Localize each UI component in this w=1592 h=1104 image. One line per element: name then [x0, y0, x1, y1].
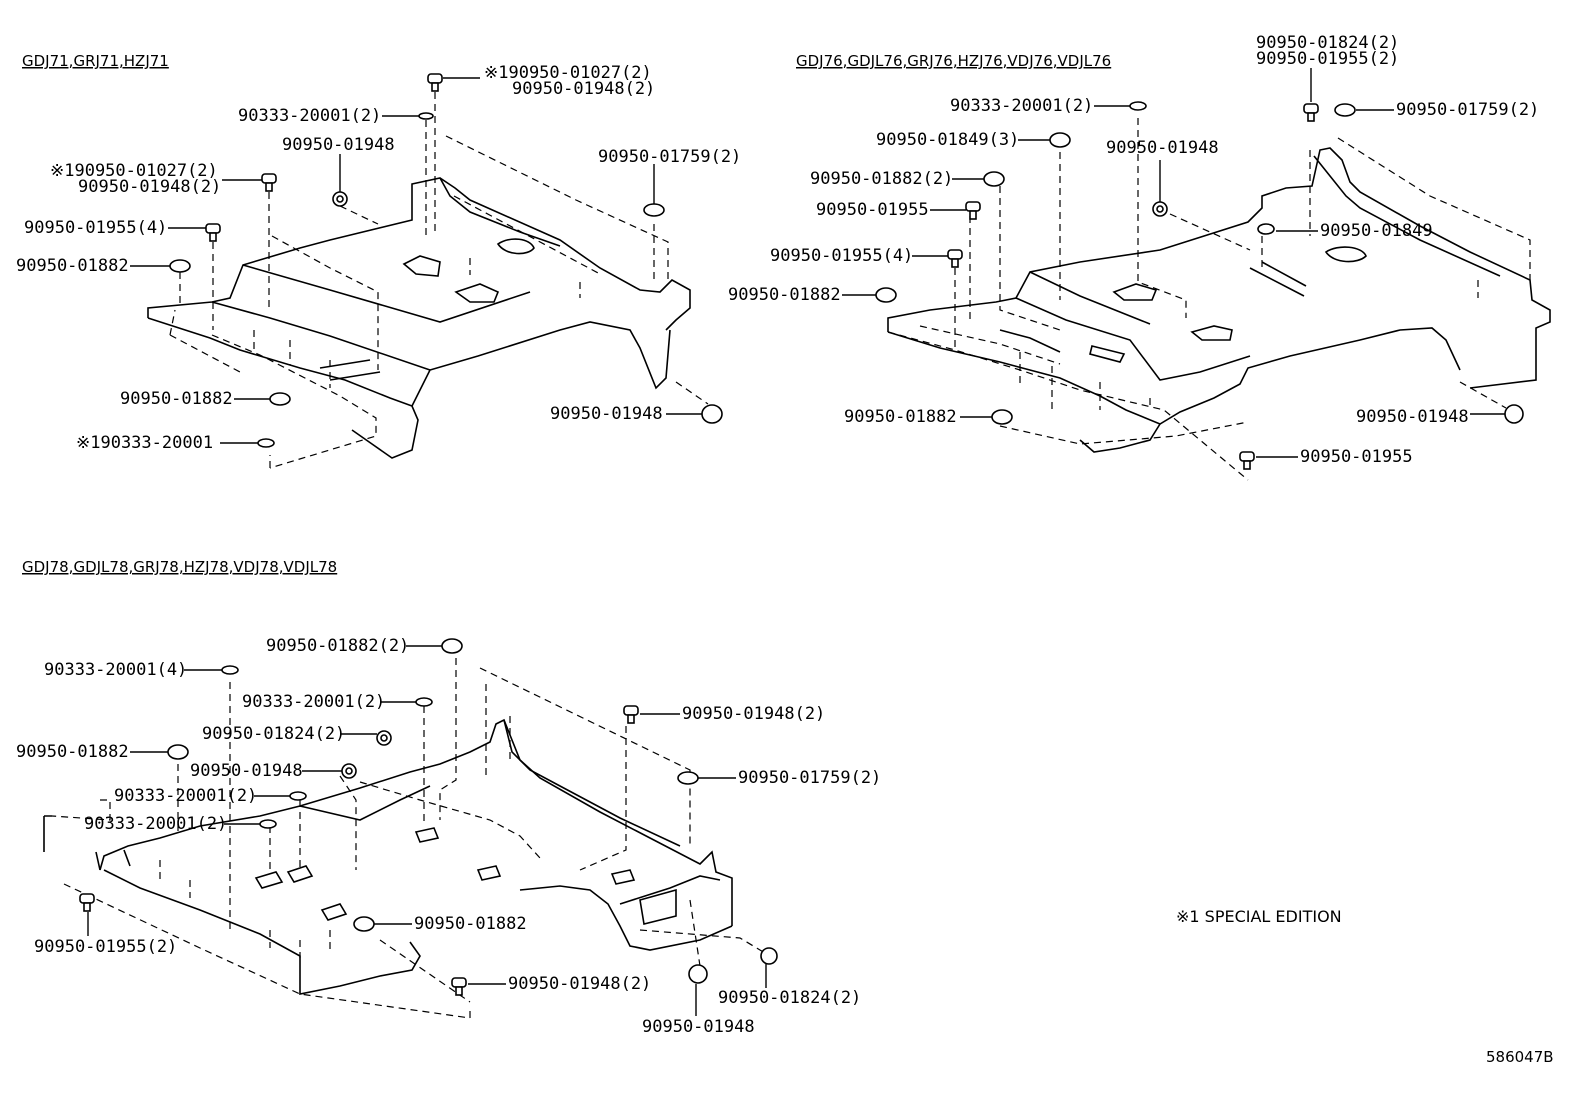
clip-icon	[1239, 451, 1255, 470]
part-callout: 90950-01824(2)	[202, 724, 345, 744]
part-callout: 90333-20001(2)	[950, 96, 1093, 116]
plug-icon	[167, 744, 189, 760]
section-gdj76: GDJ76,GDJL76,GRJ76,HZJ76,VDJ76,VDJL76	[728, 33, 1551, 481]
plug-icon	[221, 665, 239, 675]
grommet-icon	[701, 404, 723, 424]
part-callout: 90950-01882	[120, 389, 233, 409]
part-callout: 90950-01882	[16, 742, 129, 762]
part-callout: 90333-20001(2)	[238, 106, 381, 126]
plug-icon	[991, 409, 1013, 425]
part-callout: 90950-01882	[414, 914, 527, 934]
part-callout: 90950-01955(4)	[24, 218, 167, 238]
clip-icon	[261, 173, 277, 192]
plug-icon	[289, 791, 307, 801]
part-callout: 90950-01824(2)	[718, 988, 861, 1008]
part-callout: 90333-20001(2)	[242, 692, 385, 712]
plug-icon	[353, 916, 375, 932]
grommet-icon	[760, 947, 778, 965]
part-callout: 90333-20001(2)	[84, 814, 227, 834]
part-callout: 90950-01882(2)	[810, 169, 953, 189]
clip-icon	[427, 73, 443, 92]
part-callout: 90950-01849(3)	[876, 130, 1019, 150]
clip-icon	[947, 249, 963, 268]
part-callout: 90950-01849	[1320, 221, 1433, 241]
part-callout: 90950-01948	[642, 1017, 755, 1037]
plug-icon	[441, 638, 463, 654]
part-callout: 90950-01948(2)	[512, 79, 655, 99]
grommet-icon	[1504, 404, 1524, 424]
fasteners-71	[169, 73, 723, 448]
figure-code: 586047B	[1486, 1048, 1554, 1066]
grommet-icon	[688, 964, 708, 984]
plug-icon	[415, 697, 433, 707]
plug-icon	[1129, 101, 1147, 111]
part-callout: 90950-01824(2)	[1256, 33, 1399, 53]
part-callout: 90950-01882	[728, 285, 841, 305]
part-callout: 90950-01948	[282, 135, 395, 155]
plug-icon	[983, 171, 1005, 187]
plug-icon	[257, 438, 275, 448]
leaders-76	[842, 68, 1505, 458]
fasteners-76	[875, 101, 1524, 470]
part-callout: 90950-01955(4)	[770, 246, 913, 266]
part-callout: 90950-01948	[190, 761, 303, 781]
plug-icon	[677, 771, 699, 785]
plug-icon	[1257, 223, 1275, 235]
leaders-78	[87, 645, 767, 1016]
part-callout: ※190333-20001	[76, 433, 213, 453]
part-callout: 90950-01948(2)	[682, 704, 825, 724]
part-callout: 90950-01948	[1356, 407, 1469, 427]
plug-icon	[418, 112, 434, 120]
floor-panel-76	[887, 118, 1551, 481]
section-title: GDJ76,GDJL76,GRJ76,HZJ76,VDJ76,VDJL76	[796, 52, 1111, 70]
part-callout: 90950-01759(2)	[598, 147, 741, 167]
plug-icon	[875, 287, 897, 303]
section-gdj78: GDJ78,GDJL78,GRJ78,HZJ78,VDJ78,VDJL78	[16, 558, 881, 1037]
part-callout: 90950-01948	[550, 404, 663, 424]
part-callout: 90950-01882	[844, 407, 957, 427]
part-callout: 90950-01955	[1300, 447, 1413, 467]
part-callout: 90950-01955(2)	[34, 937, 177, 957]
plug-icon	[259, 819, 277, 829]
part-callout: 90950-01955	[816, 200, 929, 220]
part-callout: 90950-01759(2)	[1396, 100, 1539, 120]
section-title: GDJ71,GRJ71,HZJ71	[22, 52, 169, 70]
floor-panel-78	[43, 658, 771, 1019]
part-callout: 90950-01948(2)	[78, 177, 221, 197]
part-callout: 90950-01759(2)	[738, 768, 881, 788]
part-callout: 90950-01882	[16, 256, 129, 276]
part-callout: 90950-01882(2)	[266, 636, 409, 656]
leaders-71	[130, 77, 702, 444]
clip-icon	[965, 201, 981, 220]
part-callout: ※190950-01027(2)	[50, 161, 218, 181]
clip-icon	[451, 977, 467, 996]
part-callout: 90333-20001(4)	[44, 660, 187, 680]
part-callout: ※190950-01027(2)	[484, 63, 652, 83]
plug-icon	[1334, 103, 1356, 117]
part-callout: 90950-01948	[1106, 138, 1219, 158]
fasteners-78	[79, 638, 778, 996]
clip-icon	[205, 223, 221, 242]
plug-icon	[269, 392, 291, 406]
part-callout: 90333-20001(2)	[114, 786, 257, 806]
clip-icon	[79, 893, 95, 912]
plug-icon	[643, 203, 665, 217]
part-callout: 90950-01948(2)	[508, 974, 651, 994]
clip-icon	[623, 705, 639, 724]
section-gdj71: GDJ71,GRJ71,HZJ71	[16, 52, 741, 469]
part-callout: 90950-01955(2)	[1256, 49, 1399, 69]
plug-icon	[1049, 132, 1071, 148]
section-title: GDJ78,GDJL78,GRJ78,HZJ78,VDJ78,VDJL78	[22, 558, 337, 576]
floor-panel-71	[147, 135, 709, 469]
plug-icon	[169, 259, 191, 273]
special-edition-note: ※1 SPECIAL EDITION	[1176, 907, 1342, 926]
clip-icon	[1303, 103, 1319, 122]
